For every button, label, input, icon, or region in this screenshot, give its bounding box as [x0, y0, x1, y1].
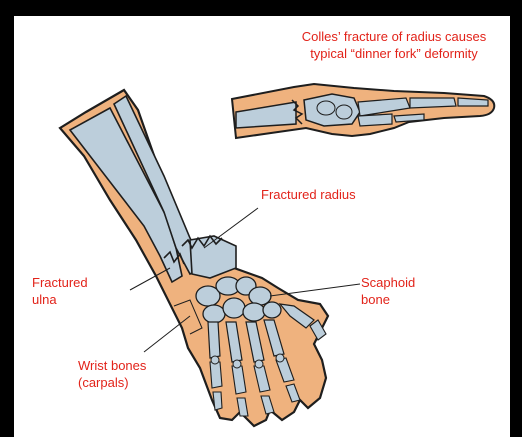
fractured-radius-label: Fractured radius	[261, 186, 356, 203]
colles-fracture-caption: Colles’ fracture of radius causes typica…	[284, 28, 504, 62]
scaphoid-bone-label: Scaphoid bone	[361, 274, 415, 308]
scaphoid-leader-line	[270, 284, 360, 296]
fractured-ulna-label: Fractured ulna	[32, 274, 88, 308]
side-view-finger-bones	[410, 98, 456, 108]
dinner-fork-side-view	[232, 84, 494, 138]
diagram-canvas: Colles’ fracture of radius causes typica…	[14, 16, 510, 437]
wrist-bones-label: Wrist bones (carpals)	[78, 357, 146, 391]
radius-leader-line	[204, 208, 258, 248]
